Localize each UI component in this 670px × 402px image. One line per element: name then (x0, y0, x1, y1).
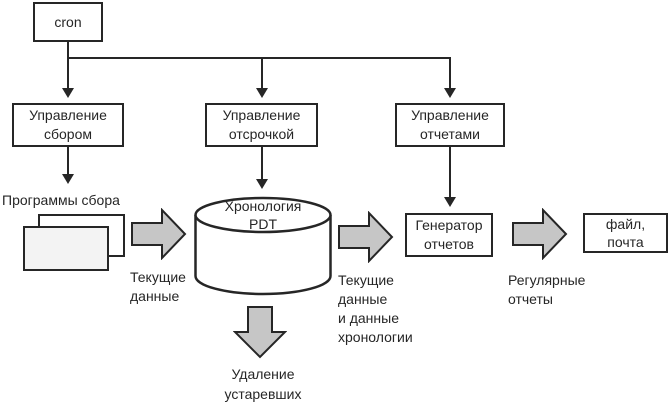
reports-to-generator-line (449, 147, 451, 199)
pdt-history-label: Хронология PDT (224, 198, 302, 232)
collection-to-programs-line (67, 147, 69, 175)
generator-to-output-flow-arrow (512, 207, 568, 261)
cron-stem-line (67, 42, 69, 89)
file-mail-node: файл, почта (583, 213, 668, 253)
arrowhead-to-pdt (256, 179, 268, 189)
branch-line-reports (449, 57, 451, 89)
report-generator-node: Генератор отчетов (405, 213, 493, 257)
pdt-purge-flow-arrow (232, 306, 288, 359)
collection-management-node: Управление сбором (12, 103, 124, 147)
pdt-to-generator-flow-arrow (338, 210, 394, 264)
current-and-history-data-label: Текущие данные и данные хронологии (338, 272, 413, 345)
arrowhead-to-programs (62, 174, 74, 184)
cron-node: cron (33, 2, 103, 42)
arrowhead-to-collection (62, 88, 74, 98)
arrowhead-to-reports (444, 88, 456, 98)
cylinder-body (194, 215, 332, 296)
pdt-history-cylinder (193, 196, 333, 297)
cylinder-top (194, 196, 332, 234)
program-page-front (23, 226, 109, 271)
current-data-label: Текущие данные (130, 269, 186, 304)
programs-to-pdt-flow-arrow (131, 207, 187, 261)
report-management-node: Управление отчетами (395, 103, 505, 147)
cron-branch-line (67, 57, 451, 59)
deferral-to-pdt-line (261, 147, 263, 180)
collection-programs-label: Программы сбора (2, 192, 120, 208)
arrowhead-to-deferral (256, 88, 268, 98)
delete-obsolete-label: Удаление устаревших (224, 366, 302, 402)
deferral-management-node: Управление отсрочкой (205, 103, 318, 147)
branch-line-deferral (261, 57, 263, 89)
arrowhead-to-generator (444, 197, 456, 207)
regular-reports-label: Регулярные отчеты (508, 272, 586, 307)
